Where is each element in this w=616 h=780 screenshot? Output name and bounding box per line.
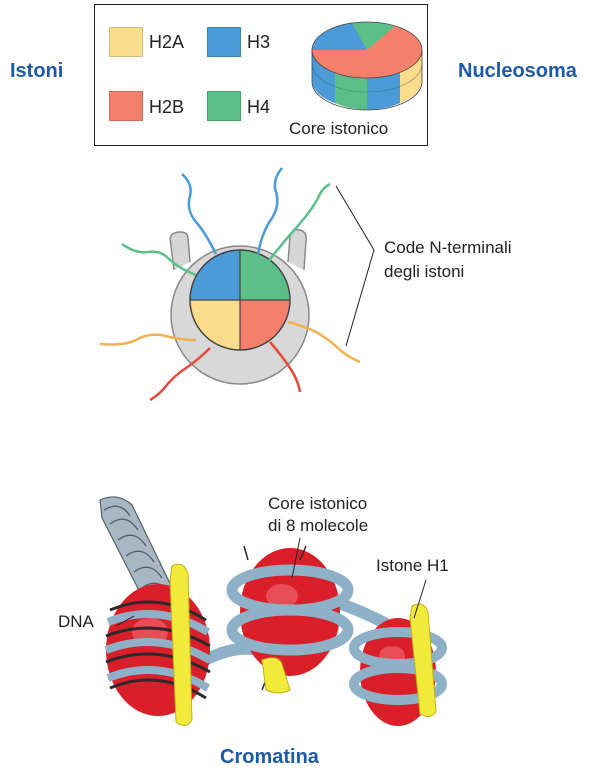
core-cylinder-icon <box>312 22 422 110</box>
core-8-label-line1: Core istonico <box>268 494 367 514</box>
cromatina-title: Cromatina <box>220 746 319 769</box>
chromatin-nucleosome-1 <box>106 564 210 725</box>
chromatin-nucleosome-2 <box>232 546 348 693</box>
core-8-label-line2: di 8 molecole <box>268 516 368 536</box>
chromatin-nucleosome-3 <box>354 604 442 726</box>
tails-label-line2: degli istoni <box>384 262 464 282</box>
tails-label-line1: Code N-terminali <box>384 238 512 258</box>
dna-strand-left-end <box>170 232 190 270</box>
nucleosome-illustration <box>100 168 374 400</box>
h2b-tail-1 <box>150 348 210 400</box>
dna-label: DNA <box>58 612 94 632</box>
h3-tail-2 <box>258 168 282 254</box>
h1-label: Istone H1 <box>376 556 449 576</box>
tails-pointer-line <box>336 186 374 346</box>
